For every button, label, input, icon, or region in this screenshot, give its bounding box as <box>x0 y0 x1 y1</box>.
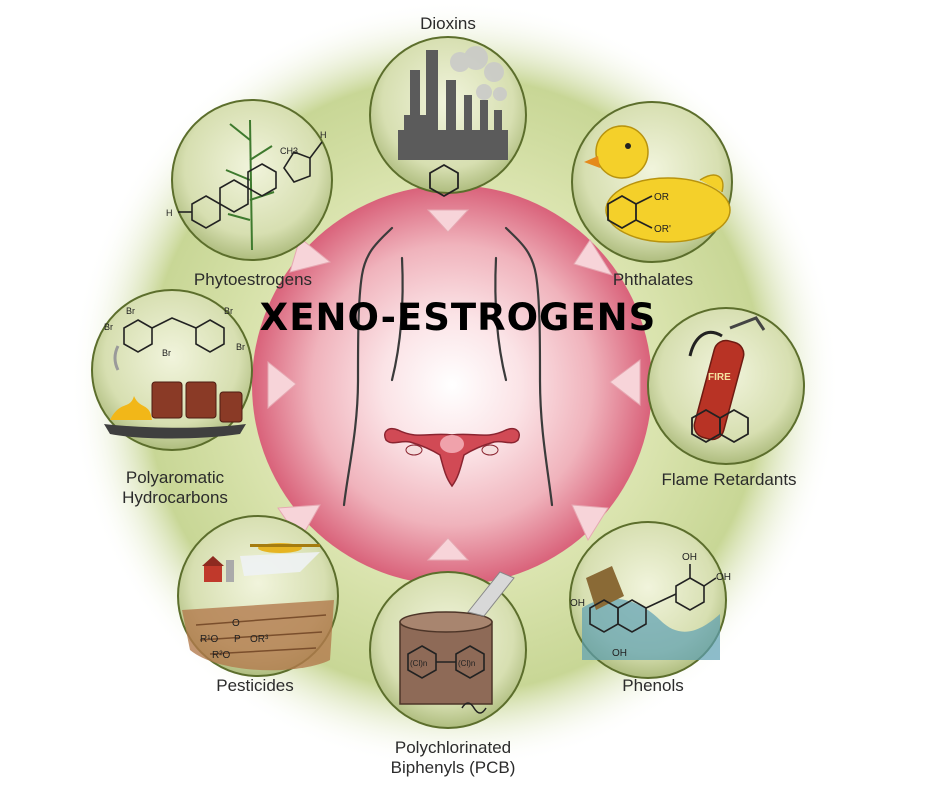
paint-can-icon <box>399 571 515 714</box>
phenol-oh-label: OH <box>682 552 697 563</box>
phenol-oh-label: OH <box>612 648 627 659</box>
pesticide-r3-label: OR³ <box>250 634 269 645</box>
bromine-label: Br <box>104 322 113 332</box>
bromine-label: Br <box>236 342 245 352</box>
arrow-from-phenols <box>571 504 609 542</box>
label-pesticides: Pesticides <box>216 676 294 695</box>
arrow-from-pah <box>267 360 297 410</box>
burning-barrels-icon <box>104 345 246 439</box>
phenol-oh-label: OH <box>570 598 585 609</box>
ch3-label: CH3 <box>280 146 298 156</box>
inward-arrows <box>267 209 641 561</box>
flame-retardants-node: FIRE <box>647 307 805 465</box>
factory-icon <box>398 50 508 160</box>
hydrogen-label: H <box>166 208 173 218</box>
pesticide-o-label: O <box>232 618 240 629</box>
bromine-label: Br <box>126 306 135 316</box>
body-outline-icon <box>342 226 554 507</box>
phenol-molecule-icon <box>589 564 717 633</box>
pcb-cl-label: (Cl)n <box>410 659 427 668</box>
label-pah-line2: Hydrocarbons <box>122 488 228 507</box>
arrow-from-pcb <box>426 537 470 561</box>
phthalates-node: OR OR' <box>571 101 733 263</box>
label-pcb-line1: Polychlorinated <box>394 738 512 757</box>
label-flame-retardants: Flame Retardants <box>661 470 797 489</box>
phenol-oh-label: OH <box>716 572 731 583</box>
label-phthalates: Phthalates <box>612 270 694 289</box>
center-core <box>252 185 652 585</box>
label-pcb-line2: Biphenyls (PCB) <box>390 758 516 777</box>
uterus-icon <box>384 428 520 488</box>
phthalate-group-label: OR <box>654 192 669 203</box>
pesticide-p-label: P <box>234 634 241 645</box>
phenols-node: OH OH OH OH <box>569 521 731 679</box>
arrow-from-dioxins <box>426 209 470 233</box>
pcb-node: (Cl)n (Cl)n <box>369 571 527 729</box>
pesticides-node: O P R¹O OR³ R²O <box>177 515 339 677</box>
bromine-label: Br <box>162 348 171 358</box>
plant-steroid-icon <box>225 119 275 251</box>
phyto-node: CH3 H H <box>166 99 333 261</box>
label-pcb: Polychlorinated Biphenyls (PCB) <box>368 738 538 778</box>
fire-label: FIRE <box>708 372 731 383</box>
pah-node: Br Br Br Br Br <box>91 289 253 451</box>
label-phenols: Phenols <box>622 676 684 695</box>
crop-duster-icon <box>202 543 320 582</box>
diagram-title: XENO-ESTROGENS <box>259 296 657 339</box>
pcb-cl-label: (Cl)n <box>458 659 475 668</box>
label-phytoestrogens: Phytoestrogens <box>193 270 313 289</box>
label-pah-line1: Polyaromatic <box>125 468 225 487</box>
arrow-from-phthalates <box>573 239 614 276</box>
phthalate-group-label: OR' <box>654 224 671 235</box>
pesticide-r2-label: R²O <box>212 650 231 661</box>
pesticide-r1-label: R¹O <box>200 634 219 645</box>
rubber-duck-icon <box>584 125 731 243</box>
dioxins-node <box>369 36 527 198</box>
fire-extinguisher-icon <box>688 316 766 441</box>
arrow-from-phyto <box>289 237 332 273</box>
bromine-label: Br <box>224 306 233 316</box>
arrow-from-flame <box>609 359 641 407</box>
label-pah: Polyaromatic Hydrocarbons <box>100 468 250 508</box>
hydrogen-label: H <box>320 130 327 140</box>
label-dioxins: Dioxins <box>420 14 476 33</box>
